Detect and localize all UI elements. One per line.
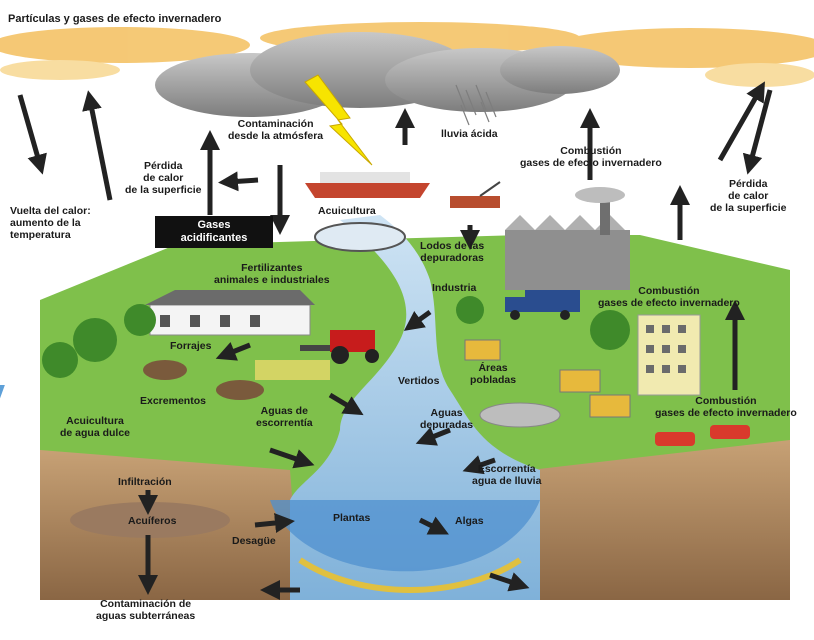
label-combustion-low: Combustión gases de efecto invernadero [655,395,797,419]
label-algas: Algas [455,515,484,527]
label-line: de la superficie [710,202,787,214]
label-line: Aguas de [260,405,308,417]
label-line: acidificantes [180,232,248,244]
label-line: Combustión [560,145,622,157]
label-line: Aguas [430,407,463,419]
label-gases-acidificantes: Gases acidificantes [155,216,273,248]
tractor [300,330,379,364]
apartment-building [637,314,701,396]
label-line: agua de lluvia [472,475,542,487]
label-line: Excrementos [140,395,206,407]
label-line: de la superficie [125,184,202,196]
particles-band [0,22,814,87]
label-acuicultura: Acuicultura [318,205,376,217]
label-line: lluvia ácida [441,128,498,140]
truck [505,290,580,320]
label-line: Infiltración [118,476,172,488]
label-line: depuradoras [420,252,484,264]
label-vertidos: Vertidos [398,375,439,387]
lightning-icon [304,74,373,166]
label-line: Áreas [478,362,508,374]
cars [655,425,750,446]
label-forrajes: Forrajes [170,340,211,352]
label-line: Fertilizantes [241,262,303,274]
label-line: de calor [728,190,769,202]
label-fertilizantes: Fertilizantes animales e industriales [214,262,330,286]
houses [464,339,631,418]
aquifer [70,502,230,538]
label-line: Algas [455,515,484,527]
label-perdida-calor-right: Pérdida de calor de la superficie [710,178,786,214]
label-lodos-depuradoras: Lodos de las depuradoras [420,240,484,264]
lake [270,500,540,572]
label-line: gases de efecto invernadero [655,407,797,419]
factory [505,187,630,290]
label-line: Acuicultura [318,205,376,217]
label-line: Vuelta del calor: [10,205,91,217]
label-line: pobladas [470,374,517,386]
label-line: gases de efecto invernadero [520,157,662,169]
label-combustion-top: Combustión gases de efecto invernadero [520,145,662,169]
label-combustion-mid: Combustión gases de efecto invernadero [598,285,740,309]
label-line: Acuíferos [128,515,177,527]
label-line: Forrajes [170,340,212,352]
label-escorrentia-lluvia: Escorrentía agua de lluvia [472,463,541,487]
label-line: Contaminación de [100,598,192,610]
label-line: Plantas [333,512,371,524]
label-vuelta-calor: Vuelta del calor: aumento de la temperat… [10,205,91,241]
label-contaminacion-subterranea: Contaminación de aguas subterráneas [96,598,195,622]
label-aguas-depuradas: Aguas depuradas [420,407,473,431]
label-line: escorrentía [256,417,313,429]
cloud [155,32,620,117]
ship [305,172,430,198]
label-lluvia-acida: lluvia ácida [441,128,498,140]
label-line: desde la atmósfera [228,130,324,142]
label-areas-pobladas: Áreas pobladas [470,362,516,386]
aquaculture-net [314,222,406,252]
label-line: aguas subterráneas [96,610,196,622]
label-line: Contaminación [237,118,314,130]
label-line: temperatura [10,229,71,241]
label-line: aumento de la [10,217,81,229]
farm-building [145,290,315,336]
label-aguas-escorrentia: Aguas de escorrentía [256,405,313,429]
label-line: animales e industriales [214,274,330,286]
label-line: Gases [197,219,231,231]
diagram-title: Partículas y gases de efecto invernadero [8,13,222,25]
label-plantas: Plantas [333,512,370,524]
label-excrementos: Excrementos [140,395,206,407]
sludge-barge [450,181,501,208]
label-perdida-calor-left: Pérdida de calor de la superficie [125,160,201,196]
label-contaminacion-atmosfera: Contaminación desde la atmósfera [228,118,323,142]
label-industria: Industria [432,282,476,294]
label-line: Combustión [638,285,700,297]
label-infiltracion: Infiltración [118,476,172,488]
label-line: Pérdida [143,160,183,172]
trees [42,296,630,378]
credit-text: Elaborado a partir del croquis que se en… [534,615,774,622]
label-desague: Desagüe [232,535,276,547]
label-line: de agua dulce [60,427,131,439]
label-acuicultura-agua-dulce: Acuicultura de agua dulce [60,415,130,439]
label-line: de calor [143,172,184,184]
label-line: Pérdida [728,178,768,190]
label-line: Vertidos [398,375,440,387]
acid-rain [455,84,497,126]
crop-field [255,360,330,380]
label-line: Acuicultura [66,415,124,427]
treatment-plant [479,402,561,428]
label-line: Escorrentía [477,463,536,475]
flow-arrows [17,81,773,600]
label-line: Lodos de las [420,240,485,252]
label-line: Desagüe [232,535,276,547]
label-acuiferos: Acuíferos [128,515,176,527]
label-line: Combustión [695,395,757,407]
label-line: Industria [432,282,477,294]
label-line: gases de efecto invernadero [598,297,740,309]
label-line: depuradas [420,419,474,431]
cows [143,360,264,400]
